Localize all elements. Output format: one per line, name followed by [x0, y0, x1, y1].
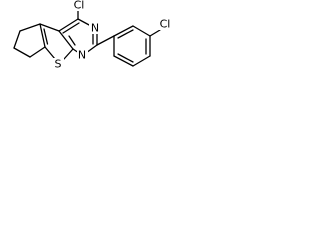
n-lower-background: [77, 49, 88, 61]
bond-c6-c8: [58, 18, 79, 32]
bond-c1-c6: [39, 23, 60, 32]
bond-c4-c5: [29, 46, 46, 58]
bond-c3-c4: [13, 47, 31, 58]
bond-c5-s: [44, 46, 56, 60]
n-upper-background: [89, 22, 100, 34]
bond-c9-phenyl: [96, 35, 115, 46]
bond-c6-c7: [58, 30, 74, 50]
chemical-structure: Cl N S N Cl: [13, 0, 174, 71]
bond-ph1-ph2: [113, 25, 134, 37]
cl-top-background: [70, 0, 88, 11]
bond-c2-c3: [13, 30, 21, 49]
nitrogen-upper-label: N: [91, 22, 99, 35]
bond-ph1-ph2-inner: [117, 29, 134, 39]
s-background: [53, 58, 64, 70]
bond-c7-c7-inner: [68, 35, 76, 46]
chlorine-para-label: Cl: [160, 18, 171, 31]
nitrogen-lower-label: N: [78, 49, 86, 62]
bond-ph2-ph3: [132, 25, 151, 37]
bond-c8-n1: [77, 18, 92, 27]
bond-ph4-ph5: [132, 55, 151, 67]
bond-ph5-ph6-inner: [117, 53, 134, 63]
bond-ph3-cl: [149, 29, 161, 37]
bonds: [13, 9, 161, 67]
atom-labels: Cl N S N Cl: [53, 0, 174, 71]
bond-c1-c5-double: [39, 23, 46, 48]
chlorine-top-label: Cl: [74, 0, 85, 12]
bond-ph5-ph6: [113, 55, 134, 67]
cl-para-background: [156, 18, 174, 30]
bond-s-c7: [63, 48, 74, 60]
bond-c1-c2: [19, 23, 41, 32]
sulfur-label: S: [55, 58, 62, 71]
bond-c6-c8-inner: [62, 22, 80, 34]
bond-c1-c5-double-inner: [43, 28, 49, 45]
